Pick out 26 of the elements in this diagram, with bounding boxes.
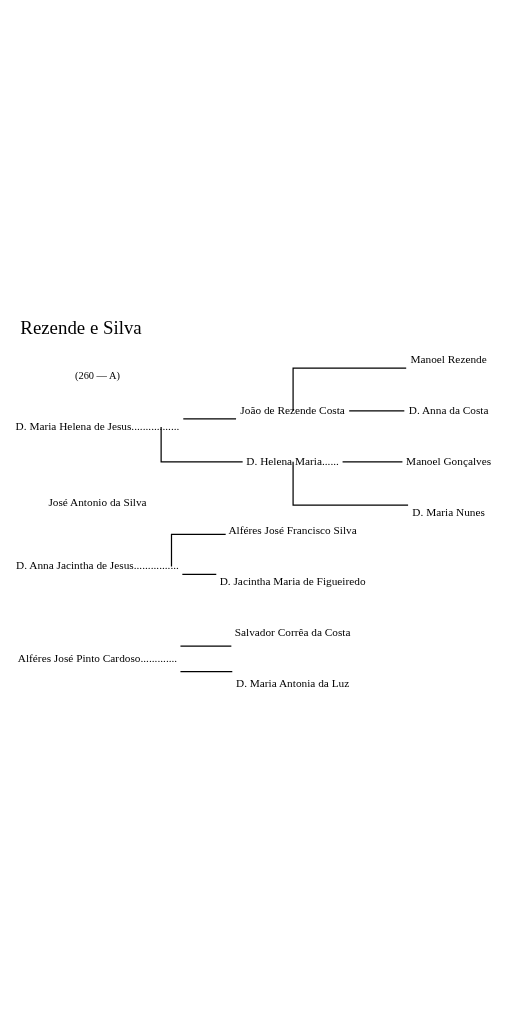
connector [179,670,233,672]
node-text: Salvador Corrêa da Costa [234,625,351,638]
node-text: Alféres José Pinto Cardoso............. [17,651,178,664]
node-text: D. Maria Antonia da Luz [235,676,350,689]
node-text: D. Jacintha Maria de Figueiredo [219,574,366,587]
connector [182,417,237,420]
connector [160,425,244,462]
connector [341,460,404,462]
label: (260 — A) [75,369,120,381]
node-text: João de Rezende Costa [240,403,345,416]
connector [170,533,227,567]
node-text: Manoel Gonçalves [406,454,492,467]
connector [348,409,405,412]
node-text: D. Anna Jacintha de Jesus................ [16,558,179,571]
diagram-title: Rezende e Silva [20,316,142,338]
connector [179,644,232,647]
node-text: Alféres José Francisco Silva [228,523,357,536]
node-text: D. Maria Nunes [412,505,485,518]
connector [292,366,407,412]
node-text: D. Anna da Costa [408,403,489,416]
connector [181,573,217,575]
node-text: José Antonio da Silva [48,495,147,508]
connector [292,460,409,506]
node-text: D. Maria Helena de Jesus................. [15,419,180,432]
node-text: Manoel Rezende [410,352,487,365]
node-text: D. Helena Maria...... [246,454,339,467]
